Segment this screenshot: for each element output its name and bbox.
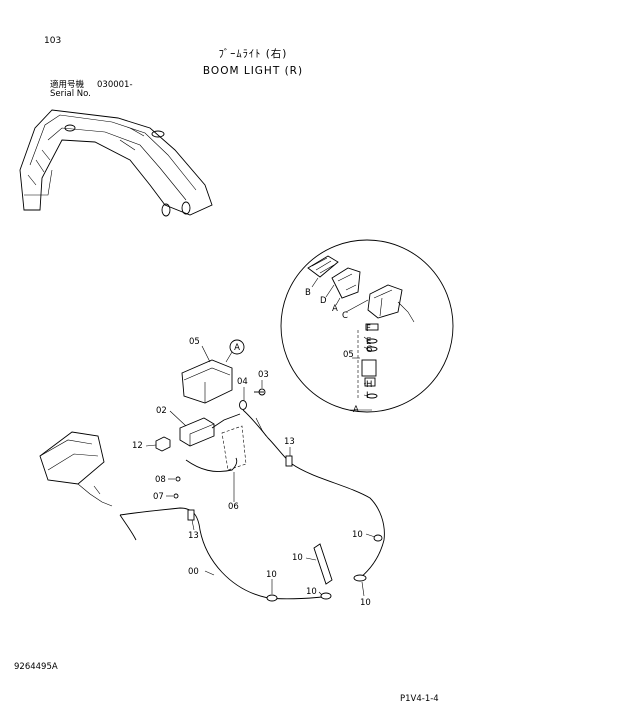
part-label-13-upper: 13: [284, 437, 295, 447]
detail-letter-i: I: [366, 391, 369, 401]
title-japanese: ﾌﾞｰﾑﾗｲﾄ (右): [219, 47, 288, 60]
part-label-10-strip: 10: [292, 553, 303, 563]
detail-letter-a-lens: A: [332, 304, 338, 314]
part-label-12: 12: [132, 441, 143, 451]
boom-overview-sketch: [19, 109, 213, 217]
boom-light-assembly: [119, 339, 385, 602]
detail-letter-g: G: [366, 345, 373, 355]
detail-letter-h: H: [366, 380, 372, 390]
detail-letter-a-bottom: A: [353, 405, 359, 415]
part-labels: 05 A 03 04 02 12 08 07 06 13 13 00 10 10…: [132, 337, 371, 608]
part-label-10-left: 10: [266, 570, 277, 580]
leader-lines: [145, 345, 376, 597]
boom-arm-fragment: [39, 431, 113, 507]
part-label-06: 06: [228, 502, 239, 512]
detail-letter-c: C: [342, 311, 348, 321]
part-label-10-mid: 10: [306, 587, 317, 597]
detail-letter-d: D: [320, 296, 327, 306]
part-label-03: 03: [258, 370, 269, 380]
serial-label-english: Serial No.: [50, 89, 91, 99]
title-english: BOOM LIGHT (R): [203, 65, 303, 77]
detail-letter-b: B: [305, 288, 311, 298]
part-label-07: 07: [153, 492, 164, 502]
part-label-05: 05: [189, 337, 200, 347]
part-label-02: 02: [156, 406, 167, 416]
detail-letter-f: F: [366, 324, 371, 334]
serial-range: 030001-: [97, 80, 133, 90]
part-label-10-right: 10: [352, 530, 363, 540]
page-reference: P1V4-1-4: [400, 694, 439, 704]
part-label-10-bottom: 10: [360, 598, 371, 608]
part-label-08: 08: [155, 475, 166, 485]
callout-a: A: [234, 343, 240, 353]
page-number: 103: [44, 36, 61, 46]
serial-label-japanese: 適用号機: [50, 79, 85, 90]
detail-letter-e: E: [366, 337, 371, 347]
part-label-13-lower: 13: [188, 531, 199, 541]
detail-view-a: [280, 239, 454, 413]
part-label-00: 00: [188, 567, 199, 577]
part-label-04: 04: [237, 377, 248, 387]
detail-part-05: 05: [343, 350, 354, 360]
drawing-number: 9264495A: [14, 662, 58, 672]
